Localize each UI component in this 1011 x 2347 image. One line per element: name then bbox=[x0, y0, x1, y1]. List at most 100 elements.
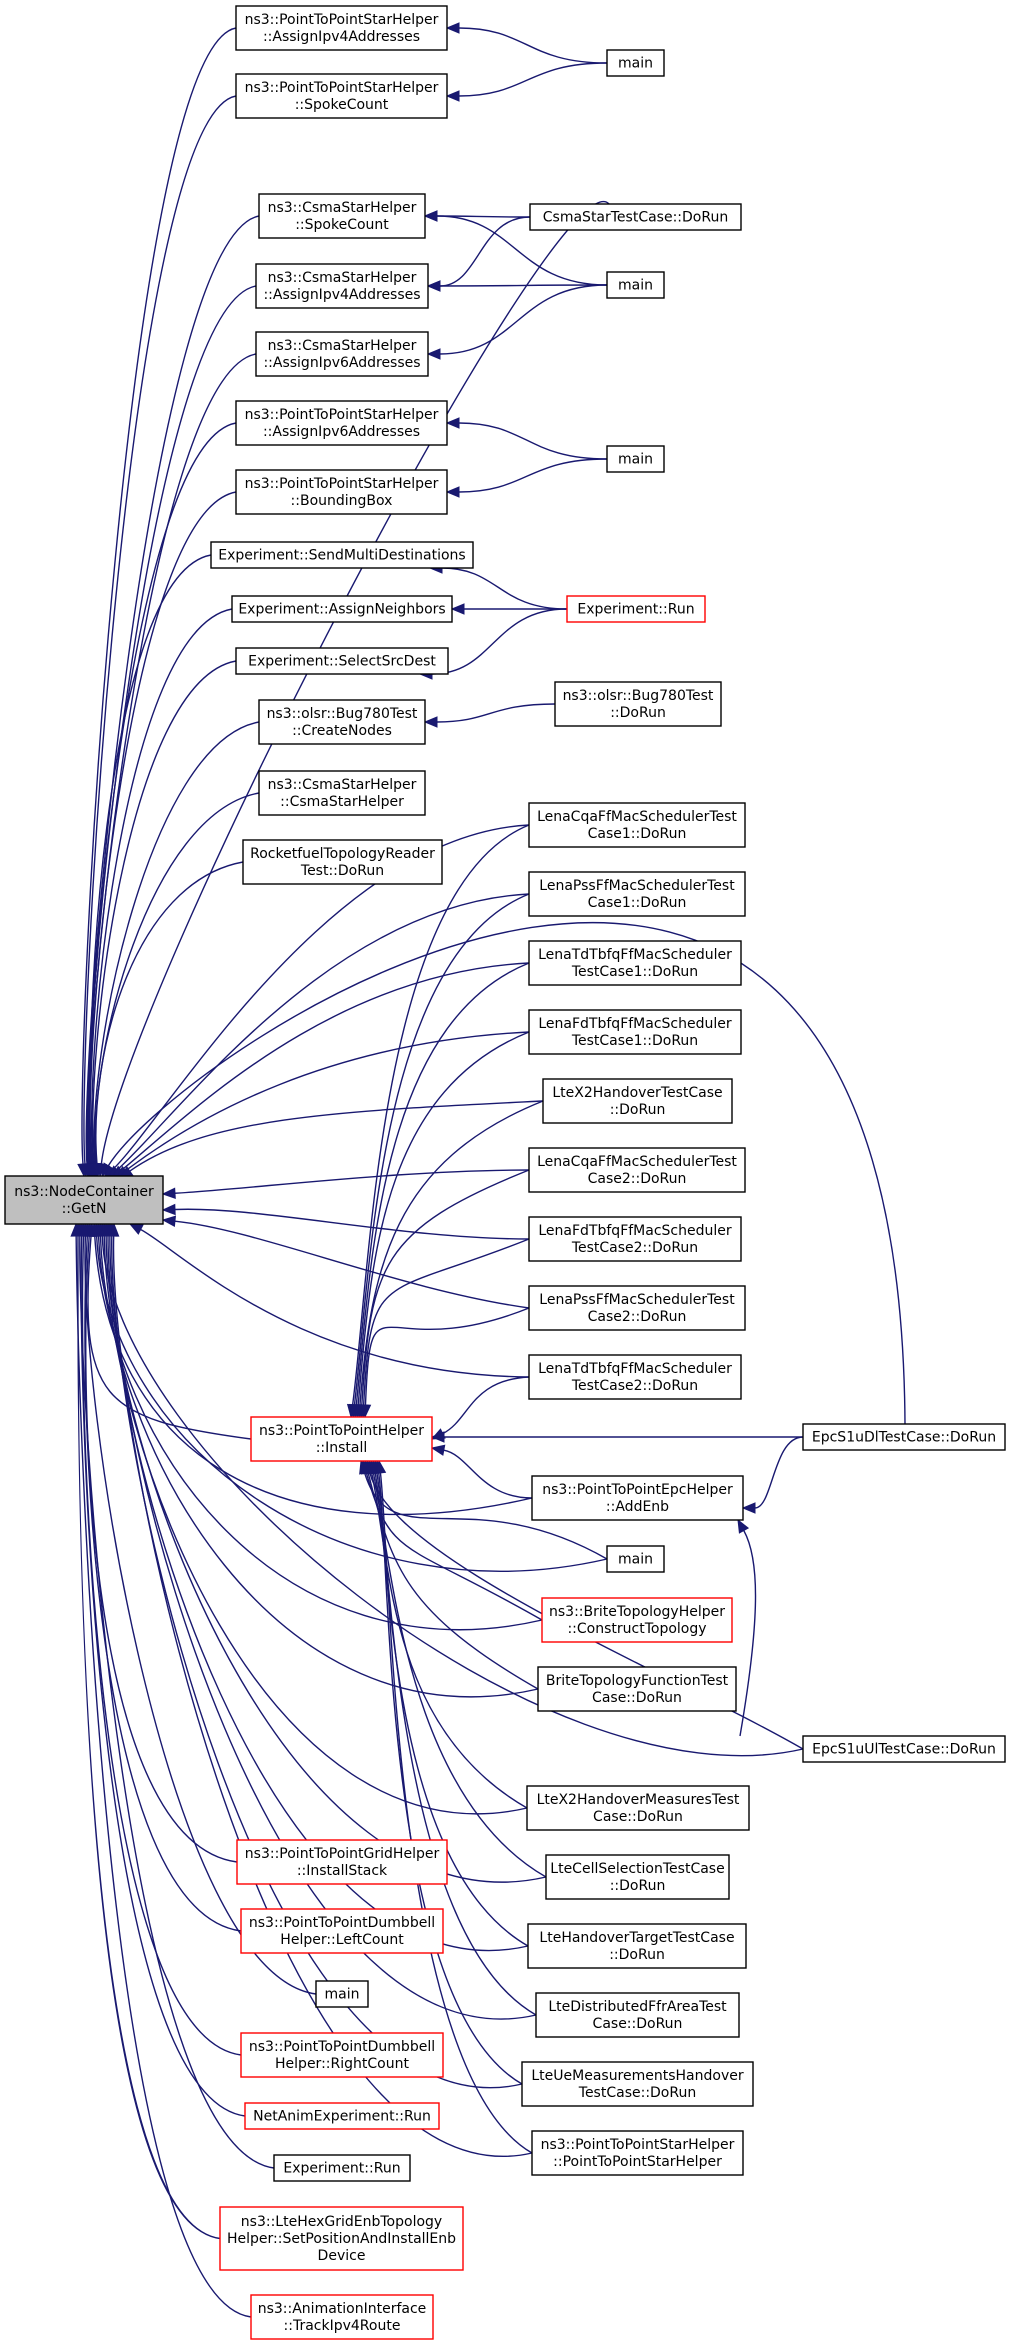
call-edge bbox=[79, 95, 237, 1178]
call-edge bbox=[72, 1222, 221, 2240]
node-exp-assign[interactable]: Experiment::AssignNeighbors bbox=[231, 595, 453, 623]
call-edge bbox=[445, 62, 608, 102]
node-label: ns3::CsmaStarHelper bbox=[268, 338, 417, 354]
node-main2[interactable]: main bbox=[606, 271, 665, 299]
call-edge bbox=[445, 458, 608, 498]
node-main1[interactable]: main bbox=[606, 49, 665, 77]
node-label: TestCase2::DoRun bbox=[571, 1378, 698, 1394]
node-handover-target[interactable]: LteHandoverTargetTestCase::DoRun bbox=[527, 1923, 747, 1969]
node-csma-test[interactable]: CsmaStarTestCase::DoRun bbox=[529, 203, 742, 231]
node-label: ns3::PointToPointDumbbell bbox=[249, 1915, 435, 1931]
call-edge bbox=[741, 1436, 804, 1514]
node-p2p-install[interactable]: ns3::PointToPointHelper::Install bbox=[250, 1416, 433, 1462]
node-bug780-create[interactable]: ns3::olsr::Bug780Test::CreateNodes bbox=[258, 699, 426, 745]
node-box bbox=[542, 1078, 733, 1124]
node-epc-addenb[interactable]: ns3::PointToPointEpcHelper::AddEnb bbox=[531, 1475, 744, 1521]
call-edge bbox=[450, 603, 568, 615]
node-label: NetAnimExperiment::Run bbox=[253, 2109, 431, 2125]
node-csma-spoke[interactable]: ns3::CsmaStarHelper::SpokeCount bbox=[258, 193, 426, 239]
node-label: ::AssignIpv4Addresses bbox=[263, 29, 420, 45]
node-box bbox=[606, 49, 665, 77]
node-epc-dl[interactable]: EpcS1uDlTestCase::DoRun bbox=[802, 1423, 1006, 1451]
call-edge bbox=[373, 1459, 523, 2085]
node-label: LteX2HandoverTestCase bbox=[552, 1085, 722, 1101]
call-edge bbox=[90, 792, 260, 1178]
node-label: ns3::PointToPointStarHelper bbox=[245, 407, 439, 423]
node-grid-stack[interactable]: ns3::PointToPointGridHelper::InstallStac… bbox=[236, 1839, 448, 1885]
node-x2handover[interactable]: LteX2HandoverTestCase::DoRun bbox=[542, 1078, 733, 1124]
node-label: Helper::LeftCount bbox=[280, 1932, 404, 1948]
node-netanim-run[interactable]: NetAnimExperiment::Run bbox=[244, 2102, 440, 2130]
node-hexgrid[interactable]: ns3::LteHexGridEnbTopologyHelper::SetPos… bbox=[219, 2206, 464, 2271]
node-label: ::DoRun bbox=[610, 1102, 666, 1118]
call-edge bbox=[74, 1222, 275, 2169]
node-csma-ipv6[interactable]: ns3::CsmaStarHelper::AssignIpv6Addresses bbox=[255, 331, 429, 377]
node-label: ns3::olsr::Bug780Test bbox=[563, 688, 714, 704]
node-p2pstar-bbox[interactable]: ns3::PointToPointStarHelper::BoundingBox bbox=[235, 469, 448, 515]
node-box bbox=[531, 2130, 744, 2176]
node-main4[interactable]: main bbox=[606, 1545, 665, 1573]
node-cellsel[interactable]: LteCellSelectionTestCase::DoRun bbox=[545, 1854, 730, 1900]
node-label: ns3::PointToPointStarHelper bbox=[245, 476, 439, 492]
node-label: ns3::CsmaStarHelper bbox=[268, 200, 417, 216]
node-label: main bbox=[618, 452, 653, 468]
call-edge bbox=[359, 1307, 530, 1419]
node-label: ::GetN bbox=[62, 1201, 107, 1217]
call-edge bbox=[77, 27, 237, 1178]
call-edge bbox=[161, 1215, 530, 1309]
node-box bbox=[255, 331, 429, 377]
node-label: ::PointToPointStarHelper bbox=[553, 2154, 722, 2170]
node-dumbbell-left[interactable]: ns3::PointToPointDumbbellHelper::LeftCou… bbox=[240, 1908, 444, 1954]
node-label: Test::DoRun bbox=[300, 863, 384, 879]
node-dumbbell-right[interactable]: ns3::PointToPointDumbbellHelper::RightCo… bbox=[240, 2032, 444, 2078]
node-exp-select[interactable]: Experiment::SelectSrcDest bbox=[235, 647, 449, 675]
node-label: ns3::PointToPointDumbbell bbox=[249, 2039, 435, 2055]
node-box bbox=[315, 1980, 369, 2008]
node-exp-sendmulti[interactable]: Experiment::SendMultiDestinations bbox=[210, 541, 474, 569]
node-box bbox=[535, 1992, 740, 2038]
node-label: ns3::PointToPointStarHelper bbox=[245, 12, 439, 28]
node-label: Device bbox=[318, 2248, 366, 2264]
node-label: LenaFdTbfqFfMacScheduler bbox=[538, 1016, 731, 1032]
node-box bbox=[258, 193, 426, 239]
node-p2pstar-spoke[interactable]: ns3::PointToPointStarHelper::SpokeCount bbox=[235, 73, 448, 119]
node-csma-ctor[interactable]: ns3::CsmaStarHelper::CsmaStarHelper bbox=[258, 770, 426, 816]
node-label: Helper::RightCount bbox=[275, 2056, 409, 2072]
node-bug780-run[interactable]: ns3::olsr::Bug780Test::DoRun bbox=[554, 681, 722, 727]
node-box bbox=[236, 1839, 448, 1885]
node-main3[interactable]: main bbox=[606, 445, 665, 473]
call-edge bbox=[423, 210, 608, 286]
node-p2pstar-ipv4[interactable]: ns3::PointToPointStarHelper::AssignIpv4A… bbox=[235, 5, 448, 51]
node-brite-construct[interactable]: ns3::BriteTopologyHelper::ConstructTopol… bbox=[541, 1597, 733, 1643]
node-csma-ipv4[interactable]: ns3::CsmaStarHelper::AssignIpv4Addresses bbox=[255, 263, 429, 309]
node-p2pstar-ipv6[interactable]: ns3::PointToPointStarHelper::AssignIpv6A… bbox=[235, 400, 448, 446]
node-p2pstar-ctor[interactable]: ns3::PointToPointStarHelper::PointToPoin… bbox=[531, 2130, 744, 2176]
node-anim-track[interactable]: ns3::AnimationInterface::TrackIpv4Route bbox=[250, 2294, 434, 2340]
call-edge bbox=[77, 1222, 242, 2056]
node-label: ns3::LteHexGridEnbTopology bbox=[241, 2214, 442, 2230]
node-layer: ns3::NodeContainer::GetNns3::PointToPoin… bbox=[4, 5, 1006, 2340]
node-main-low[interactable]: main bbox=[315, 1980, 369, 2008]
node-exp-run[interactable]: Experiment::Run bbox=[566, 595, 706, 623]
node-label: ns3::CsmaStarHelper bbox=[268, 270, 417, 286]
call-edge bbox=[356, 1169, 530, 1419]
node-exp-run-low[interactable]: Experiment::Run bbox=[273, 2154, 411, 2182]
node-label: ::AssignIpv4Addresses bbox=[263, 287, 420, 303]
node-box bbox=[242, 839, 443, 885]
node-box bbox=[240, 1908, 444, 1954]
node-box bbox=[244, 2102, 440, 2130]
node-epc-ul[interactable]: EpcS1uUlTestCase::DoRun bbox=[802, 1735, 1006, 1763]
